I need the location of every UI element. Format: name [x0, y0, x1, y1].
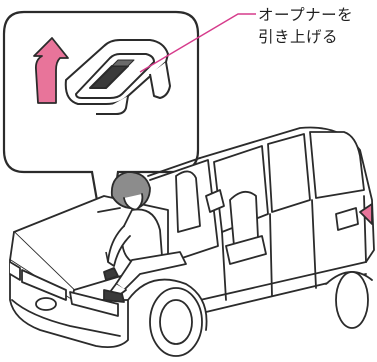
callout-label-line-2: 引き上げる [258, 26, 376, 48]
callout-label: オープナーを 引き上げる [258, 4, 376, 48]
callout-label-line-1: オープナーを [258, 4, 376, 26]
